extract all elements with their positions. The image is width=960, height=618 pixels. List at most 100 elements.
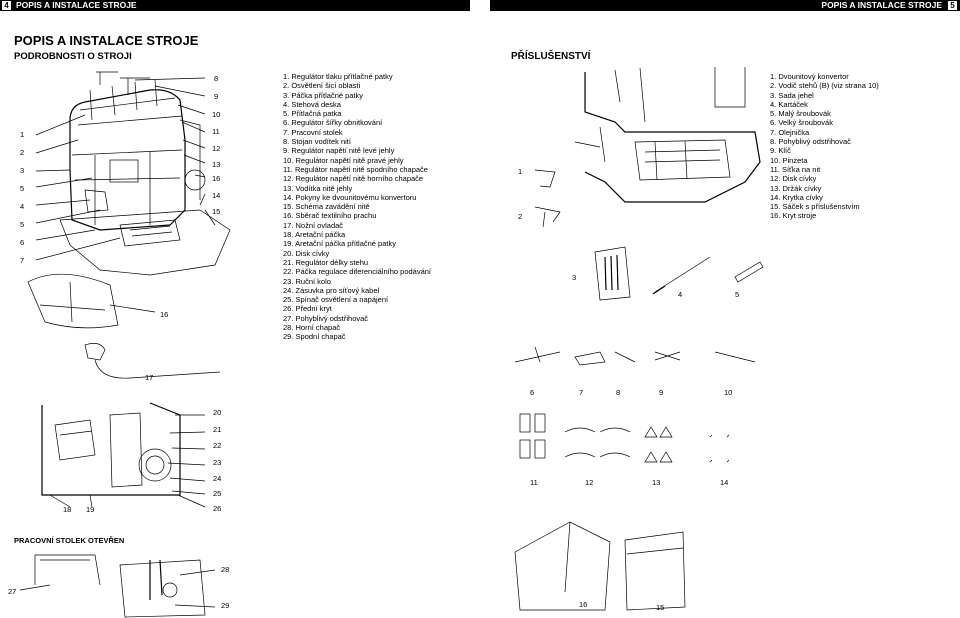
callout-15: 15 (212, 207, 221, 216)
acc-callout-15: 15 (656, 603, 665, 612)
callout-22: 22 (213, 441, 222, 450)
acc-callout-4: 4 (678, 290, 683, 299)
callout-5a: 5 (20, 184, 25, 193)
callout-24: 24 (213, 474, 222, 483)
list-item: 3. Sada jehel (770, 90, 814, 100)
left-page-number: 4 (2, 1, 11, 10)
work-table-drawing (19, 554, 216, 618)
list-item: 22. Páčka regulace diferenciálního podáv… (283, 267, 432, 277)
callout-17: 17 (145, 373, 154, 382)
callout-9: 9 (214, 92, 219, 101)
callout-20: 20 (213, 408, 222, 417)
list-item: 7. Olejnička (770, 127, 810, 137)
left-header-title: POPIS A INSTALACE STROJE (16, 0, 137, 10)
list-item: 5. Malý šroubovák (770, 109, 831, 119)
list-item: 11. Regulátor napětí nitě spodního chapa… (283, 164, 428, 174)
machine-front-drawing (41, 402, 206, 508)
acc-callout-6: 6 (530, 388, 535, 397)
list-item: 20. Disk cívky (283, 248, 330, 258)
list-item: 13. Vodítka nitě jehly (283, 183, 353, 193)
list-item: 3. Páčka přítlačné patky (283, 90, 364, 100)
acc-callout-7: 7 (579, 388, 584, 397)
list-item: 25. Spínač osvětlení a napájení (283, 295, 389, 305)
list-item: 7. Pracovní stolek (283, 127, 343, 137)
callout-2: 2 (20, 148, 25, 157)
list-item: 1. Regulátor tlaku přítlačné patky (283, 72, 393, 81)
acc-callout-9: 9 (659, 388, 664, 397)
page-title: POPIS A INSTALACE STROJE (14, 33, 199, 48)
list-item: 4. Stehová deska (283, 99, 341, 109)
list-item: 12. Disk cívky (770, 174, 817, 184)
callout-16b: 16 (160, 310, 169, 319)
list-item: 16. Kryt stroje (770, 211, 817, 221)
list-item: 26. Přední kryt (283, 304, 332, 314)
accessories-list: 1. Dvounitový konvertor 2. Vodič stehů (… (770, 72, 879, 221)
list-item: 11. Síťka na nit (770, 164, 821, 174)
list-item: 8. Stojan vodítek nití (283, 137, 351, 147)
callout-28: 28 (221, 565, 230, 574)
list-item: 6. Velký šroubovák (770, 118, 833, 128)
list-item: 9. Klíč (770, 146, 791, 156)
work-table-title: PRACOVNÍ STOLEK OTEVŘEN (14, 536, 125, 545)
list-item: 15. Schéma zavádění nitě (283, 202, 370, 212)
callout-4: 4 (20, 202, 25, 211)
list-item: 9. Regulátor napětí nitě levé jehly (283, 146, 395, 156)
callout-11: 11 (212, 127, 220, 136)
list-item: 10. Pinzeta (770, 155, 808, 165)
list-item: 27. Pohyblivý odstřihovač (283, 313, 369, 323)
left-header-bar: 4 POPIS A INSTALACE STROJE (0, 0, 470, 11)
list-item: 21. Regulátor délky stehu (283, 257, 369, 267)
list-item: 17. Nožní ovladač (283, 220, 344, 230)
list-item: 24. Zásuvka pro síťový kabel (283, 285, 380, 295)
list-item: 13. Držák cívky (770, 183, 822, 193)
callout-6: 6 (20, 238, 25, 247)
parts-list: 1. Regulátor tlaku přítlačné patky 2. Os… (283, 72, 431, 342)
callout-21: 21 (213, 425, 222, 434)
list-item: 16. Sběrač textilního prachu (283, 211, 377, 221)
right-page-number: 5 (948, 1, 957, 10)
callout-5b: 5 (20, 220, 25, 229)
accessories-title: PŘÍSLUŠENSTVÍ (511, 51, 591, 62)
callout-29: 29 (221, 601, 230, 610)
right-header-bar: POPIS A INSTALACE STROJE 5 (490, 0, 960, 11)
right-header-title: POPIS A INSTALACE STROJE (821, 0, 942, 10)
callout-14: 14 (212, 191, 221, 200)
list-item: 12. Regulátor napětí nitě horního chapač… (283, 174, 424, 184)
list-item: 8. Pohyblivý odstřihovač (770, 137, 851, 147)
callout-10: 10 (212, 110, 221, 119)
section-subtitle: PODROBNOSTI O STROJI (14, 51, 132, 62)
acc-callout-13: 13 (652, 478, 661, 487)
callout-18: 18 (63, 505, 72, 514)
acc-callout-10: 10 (724, 388, 733, 397)
callout-13: 13 (212, 160, 221, 169)
list-item: 5. Přítlačná patka (283, 109, 342, 119)
callout-19: 19 (86, 505, 95, 514)
callout-12: 12 (212, 144, 221, 153)
acc-callout-2: 2 (518, 212, 523, 221)
list-item: 6. Regulátor šířky obnitkování (283, 118, 383, 128)
list-item: 1. Dvounitový konvertor (770, 72, 849, 81)
acc-callout-11: 11 (530, 478, 538, 487)
callout-8: 8 (214, 74, 219, 83)
callout-25: 25 (213, 489, 222, 498)
acc-callout-14: 14 (720, 478, 729, 487)
list-item: 18. Aretační páčka (283, 230, 346, 240)
callout-1: 1 (20, 130, 25, 139)
list-item: 10. Regulátor napětí nitě pravé jehly (283, 155, 404, 165)
list-item: 14. Pokyny ke dvounitovému konvertoru (283, 192, 417, 202)
acc-callout-1: 1 (518, 167, 523, 176)
callout-16a: 16 (212, 174, 221, 183)
list-item: 2. Osvětlení šicí oblasti (283, 81, 361, 91)
list-item: 23. Ruční kolo (283, 276, 331, 286)
callout-23: 23 (213, 458, 222, 467)
list-item: 19. Aretační páčka přítlačné patky (283, 239, 396, 249)
acc-callout-16: 16 (579, 600, 588, 609)
callout-3: 3 (20, 166, 25, 175)
list-item: 2. Vodič stehů (B) (viz strana 10) (770, 81, 879, 91)
list-item: 28. Horní chapač (283, 323, 341, 333)
callout-27: 27 (8, 587, 17, 596)
callout-26: 26 (213, 504, 222, 513)
callout-7: 7 (20, 256, 25, 265)
list-item: 15. Sáček s příslušenstvím (770, 202, 860, 212)
acc-callout-8: 8 (616, 388, 621, 397)
